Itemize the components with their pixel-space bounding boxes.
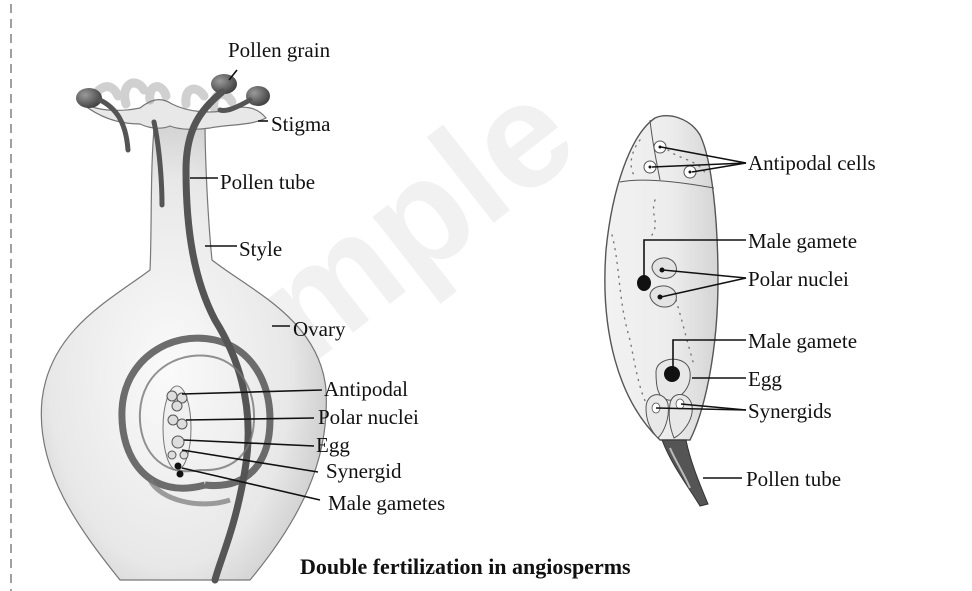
label-ovary: Ovary xyxy=(293,317,346,341)
mini-male-gamete-1 xyxy=(175,463,182,470)
label-synergid: Synergid xyxy=(326,459,402,483)
label-stigma: Stigma xyxy=(271,112,331,136)
label-polar-nuclei-left: Polar nuclei xyxy=(318,405,419,429)
mini-synergid-2 xyxy=(180,451,188,459)
mini-polar-2 xyxy=(177,419,187,429)
pollen-tube-right xyxy=(662,440,708,506)
mini-antipodal-3 xyxy=(172,401,182,411)
mini-synergid-1 xyxy=(168,451,176,459)
label-polar-nuclei-right: Polar nuclei xyxy=(748,267,849,291)
label-pollen-grain: Pollen grain xyxy=(228,38,331,62)
antipodal-cell-2-dot xyxy=(649,166,652,169)
label-egg-left: Egg xyxy=(316,433,350,457)
label-pollen-tube-left: Pollen tube xyxy=(220,170,315,194)
male-gamete-lower xyxy=(664,366,680,382)
mini-antipodal-1 xyxy=(167,391,177,401)
mini-male-gamete-2 xyxy=(177,471,184,478)
diagram-caption: Double fertilization in angiosperms xyxy=(300,554,631,579)
polar-nucleus-upper xyxy=(652,258,676,278)
label-male-gamete-upper: Male gamete xyxy=(748,229,857,253)
mini-egg xyxy=(172,436,184,448)
embryo-sac xyxy=(605,116,718,506)
antipodal-cell-3-dot xyxy=(689,171,692,174)
label-pollen-tube-right: Pollen tube xyxy=(746,467,841,491)
label-male-gamete-lower: Male gamete xyxy=(748,329,857,353)
label-antipodal: Antipodal xyxy=(324,377,408,401)
label-synergids: Synergids xyxy=(748,399,832,423)
pistil xyxy=(41,74,326,580)
mini-polar-1 xyxy=(168,415,178,425)
label-male-gametes: Male gametes xyxy=(328,491,445,515)
label-antipodal-cells: Antipodal cells xyxy=(748,151,876,175)
label-style: Style xyxy=(239,237,282,261)
label-egg-right: Egg xyxy=(748,367,782,391)
pollen-grain-1 xyxy=(76,88,102,108)
